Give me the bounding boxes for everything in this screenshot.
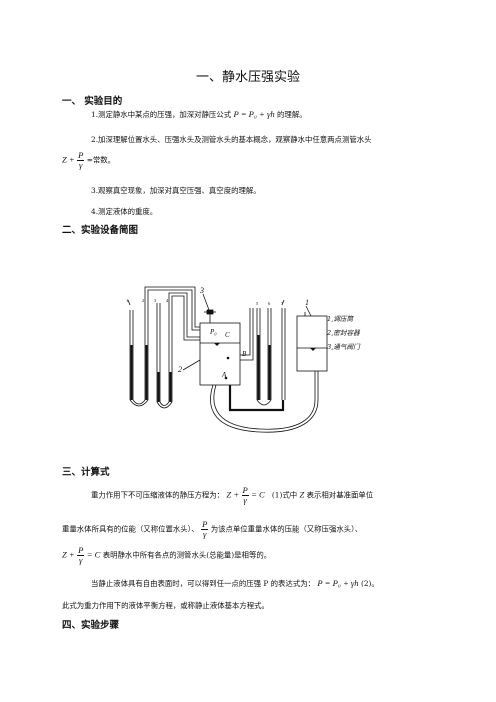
flexible-hose — [210, 371, 319, 433]
purpose-item-3: 3.观察真空现象，加深对真空压强、真空度的理解。 — [91, 186, 261, 195]
equation-denominator: γ — [243, 495, 247, 505]
callout-1: 1 — [305, 298, 309, 307]
equation-fraction: P γ — [241, 485, 249, 505]
purpose-item-2-formula: Z + P γ =常数。 — [62, 151, 115, 170]
callout-3: 3 — [200, 286, 204, 295]
tube-label-1: 1 — [126, 298, 129, 303]
tube-label-6: 6 — [268, 301, 271, 306]
callout-2: 2 — [178, 365, 182, 374]
formula-line-4-text: 当静止液体具有自由表面时，可以得到任一点的压强 P 的表达式为： — [91, 579, 316, 588]
formula-line-1-ref: (1)式中 — [271, 490, 298, 500]
formula-left: Z + — [62, 154, 75, 165]
purpose-item-4: 4.测定液体的重度。 — [91, 207, 158, 216]
right-tube-group — [240, 308, 286, 406]
equation-right: = C — [251, 489, 265, 500]
equation-left: Z + — [226, 489, 240, 500]
purpose-item-1: 1.测定静水中某点的压强，加深对静压公式 P = P₀ + γh 的理解。 — [91, 109, 307, 120]
line3-fraction: P γ — [77, 545, 85, 565]
purpose-item-1-text: 1.测定静水中某点的压强，加深对静压公式 — [91, 110, 232, 119]
formula-line-1-text: 重力作用下不可压缩液体的静压方程为： — [91, 490, 225, 500]
label-a: A — [222, 371, 227, 379]
tube-3-water — [157, 372, 160, 402]
formula-line-3-text: 表明静水中所有各点的测管水头(总能量)是相等的。 — [102, 550, 272, 560]
tube-label-7: 7 — [281, 301, 284, 306]
purpose-item-1-suffix: 的理解。 — [277, 110, 307, 119]
water-surface-icon — [214, 343, 220, 346]
cylinder-water-icon — [310, 348, 316, 351]
tube-label-2: 2 — [142, 298, 145, 303]
page-title: 一、静水压强实验 — [195, 70, 300, 85]
tube-label-3: 3 — [154, 298, 157, 303]
pressure-head-denominator: γ — [203, 529, 207, 539]
legend-item-3: 3,通气阀门 — [327, 343, 360, 351]
line3-numerator: P — [77, 545, 85, 556]
pressure-head-numerator: P — [201, 519, 209, 530]
formula-line-5: 此式为重力作用下的液体平衡方程，或称静止液体基本方程式。 — [62, 601, 269, 610]
label-c: C — [225, 331, 230, 339]
bottom-pipe — [228, 385, 285, 412]
formula-line-2: 重量水体所具有的位能（又称位置水头）、 P γ 为该点单位重量水体的压能（又称压… — [62, 520, 362, 539]
legend-item-2: 2,密封容器 — [327, 329, 360, 337]
formula-line-1: 重力作用下不可压缩液体的静压方程为： Z + P γ = C (1)式中 Z 表… — [91, 486, 373, 505]
purpose-item-2: 2.加深理解位置水头、压强水头及测管水头的基本概念，观察静水中任意两点测管水头 — [91, 135, 372, 144]
formula-line-2-suffix: 为该点单位重量水体的压能（又称压强水头）、 — [210, 524, 363, 534]
label-p0: P₀ — [210, 328, 217, 336]
section-heading-formulas: 三、计算式 — [62, 467, 110, 478]
pressure-regulating-cylinder — [296, 305, 328, 372]
pressure-head-fraction: P γ — [201, 519, 209, 539]
label-b: B — [242, 350, 247, 358]
formula-line-2-text: 重量水体所具有的位能（又称位置水头）、 — [62, 524, 199, 534]
section-heading-apparatus: 二、实验设备简图 — [62, 225, 139, 236]
line3-denominator: γ — [79, 555, 83, 565]
diagram-legend: 1,调压筒 2,密封容器 3,通气阀门 — [327, 312, 360, 354]
line3-left: Z + — [62, 549, 75, 560]
fraction-numerator: P — [77, 150, 85, 161]
tube-label-4: 4 — [166, 298, 169, 303]
fraction-denominator: γ — [79, 160, 83, 170]
tube-label-5: 5 — [256, 301, 259, 306]
section-heading-steps: 四、实验步骤 — [62, 620, 120, 631]
sealed-container — [182, 293, 241, 386]
pressure-formula: P = P₀ + γh — [233, 109, 275, 119]
tube-6-water — [268, 345, 271, 400]
formula-fraction: P γ — [77, 150, 85, 170]
tube-2-water — [145, 345, 148, 400]
tube-5-water — [257, 335, 260, 400]
purpose-item-2-suffix: =常数。 — [86, 155, 116, 165]
formula-line-1-tail: 表示相对基准面单位 — [306, 490, 374, 500]
left-tube-group — [129, 286, 200, 409]
line3-right: = C — [86, 549, 101, 560]
formula-2: P = P₀ + γh — [317, 578, 359, 588]
section-heading-purpose: 一、 实验目的 — [62, 96, 123, 107]
tube-1-water — [130, 345, 133, 400]
legend-item-1: 1,调压筒 — [327, 315, 354, 323]
formula-line-4: 当静止液体具有自由表面时，可以得到任一点的压强 P 的表达式为： P = P₀ … — [91, 578, 379, 589]
formula-line-4-suffix: (2)。 — [360, 579, 379, 588]
tube-4-water — [169, 372, 172, 402]
formula-line-3: Z + P γ = C 表明静水中所有各点的测管水头(总能量)是相等的。 — [62, 546, 271, 565]
z-symbol: Z — [299, 489, 305, 500]
equation-numerator: P — [241, 485, 249, 496]
